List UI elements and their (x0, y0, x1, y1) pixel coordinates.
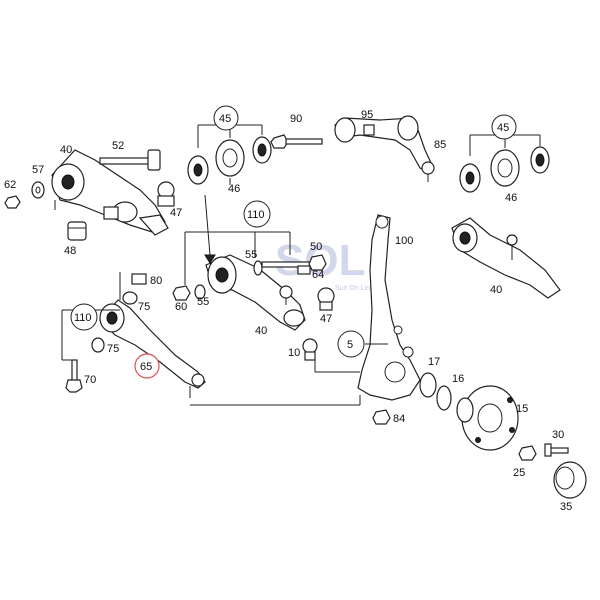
dust-cap-35[interactable] (553, 461, 587, 499)
watermark-subtitle: Sun On Line (335, 285, 374, 292)
callout-circle-65 (134, 353, 160, 379)
nut-64[interactable] (297, 265, 311, 275)
ball-joint-10[interactable] (302, 338, 318, 361)
bolt-30[interactable] (544, 443, 569, 457)
label-60: 60 (175, 301, 187, 313)
snap-ring-17[interactable] (419, 372, 437, 398)
ball-joint-47b[interactable] (317, 287, 335, 311)
washer-55a[interactable] (253, 260, 263, 276)
label-84: 84 (393, 413, 405, 425)
bolt-80[interactable] (131, 273, 147, 285)
label-90: 90 (290, 113, 302, 125)
label-57: 57 (32, 164, 44, 176)
nut-60[interactable] (172, 285, 191, 301)
label-40a: 40 (60, 144, 72, 156)
nut-25[interactable] (518, 445, 537, 461)
label-48: 48 (64, 245, 76, 257)
nut-95[interactable] (363, 124, 375, 136)
label-10: 10 (288, 347, 300, 359)
bolt-70[interactable] (65, 359, 83, 393)
label-64: 64 (312, 269, 324, 281)
label-16: 16 (452, 373, 464, 385)
bolt-90[interactable] (270, 134, 323, 149)
strut-assembly[interactable] (205, 254, 306, 331)
steering-knuckle[interactable] (357, 214, 421, 401)
wheel-hub-15[interactable] (456, 385, 519, 451)
label-100: 100 (395, 235, 413, 247)
washer-75a[interactable] (122, 291, 138, 305)
label-15: 15 (516, 403, 528, 415)
washer-55b[interactable] (194, 284, 206, 300)
bushing-48[interactable] (67, 221, 87, 241)
label-85: 85 (434, 139, 446, 151)
bushing-set-45-right[interactable] (459, 134, 550, 193)
callout-circle-5 (337, 330, 365, 358)
label-25: 25 (513, 467, 525, 479)
upper-control-arm-85[interactable] (334, 115, 435, 182)
ball-joint-47a[interactable] (157, 181, 175, 207)
callout-circle-110a (243, 200, 271, 228)
label-46b: 46 (505, 192, 517, 204)
label-47b: 47 (320, 313, 332, 325)
washer-57[interactable] (31, 181, 45, 199)
lower-arm-65[interactable] (99, 299, 206, 398)
ball-joint-center[interactable] (279, 285, 293, 305)
label-65: 65 (140, 361, 152, 373)
callout-circle-110b (70, 303, 98, 331)
label-110b: 110 (74, 312, 92, 324)
label-5: 5 (347, 339, 353, 351)
label-46a: 46 (228, 183, 240, 195)
label-50: 50 (310, 241, 322, 253)
leader-lines (54, 194, 388, 406)
label-55a: 55 (245, 249, 257, 261)
label-45b: 45 (497, 122, 509, 134)
label-110a: 110 (247, 209, 265, 221)
label-47a: 47 (170, 207, 182, 219)
label-40b: 40 (490, 284, 502, 296)
label-95: 95 (361, 109, 373, 121)
bearing-16[interactable] (436, 385, 452, 411)
callout-circle-45b (491, 114, 517, 140)
bushing-set-45-left[interactable] (187, 124, 272, 185)
label-70: 70 (84, 374, 96, 386)
label-75a: 75 (138, 301, 150, 313)
label-62: 62 (4, 179, 16, 191)
rear-control-arm-40[interactable] (451, 217, 561, 299)
label-40c: 40 (255, 325, 267, 337)
label-35: 35 (560, 501, 572, 513)
washer-75b[interactable] (91, 337, 105, 353)
label-30: 30 (552, 429, 564, 441)
label-17: 17 (428, 356, 440, 368)
nut-62[interactable] (4, 195, 21, 209)
label-52: 52 (112, 140, 124, 152)
callout-circle-45a (213, 105, 239, 131)
part-labels: 45 90 95 85 45 40 52 57 62 47 48 46 46 1… (4, 105, 572, 513)
nut-84[interactable] (372, 409, 391, 425)
label-45a: 45 (219, 113, 231, 125)
label-55b: 55 (197, 296, 209, 308)
label-75b: 75 (107, 343, 119, 355)
bolt-52[interactable] (99, 149, 161, 171)
label-80: 80 (150, 275, 162, 287)
lower-control-arm-assembly[interactable] (51, 149, 169, 236)
